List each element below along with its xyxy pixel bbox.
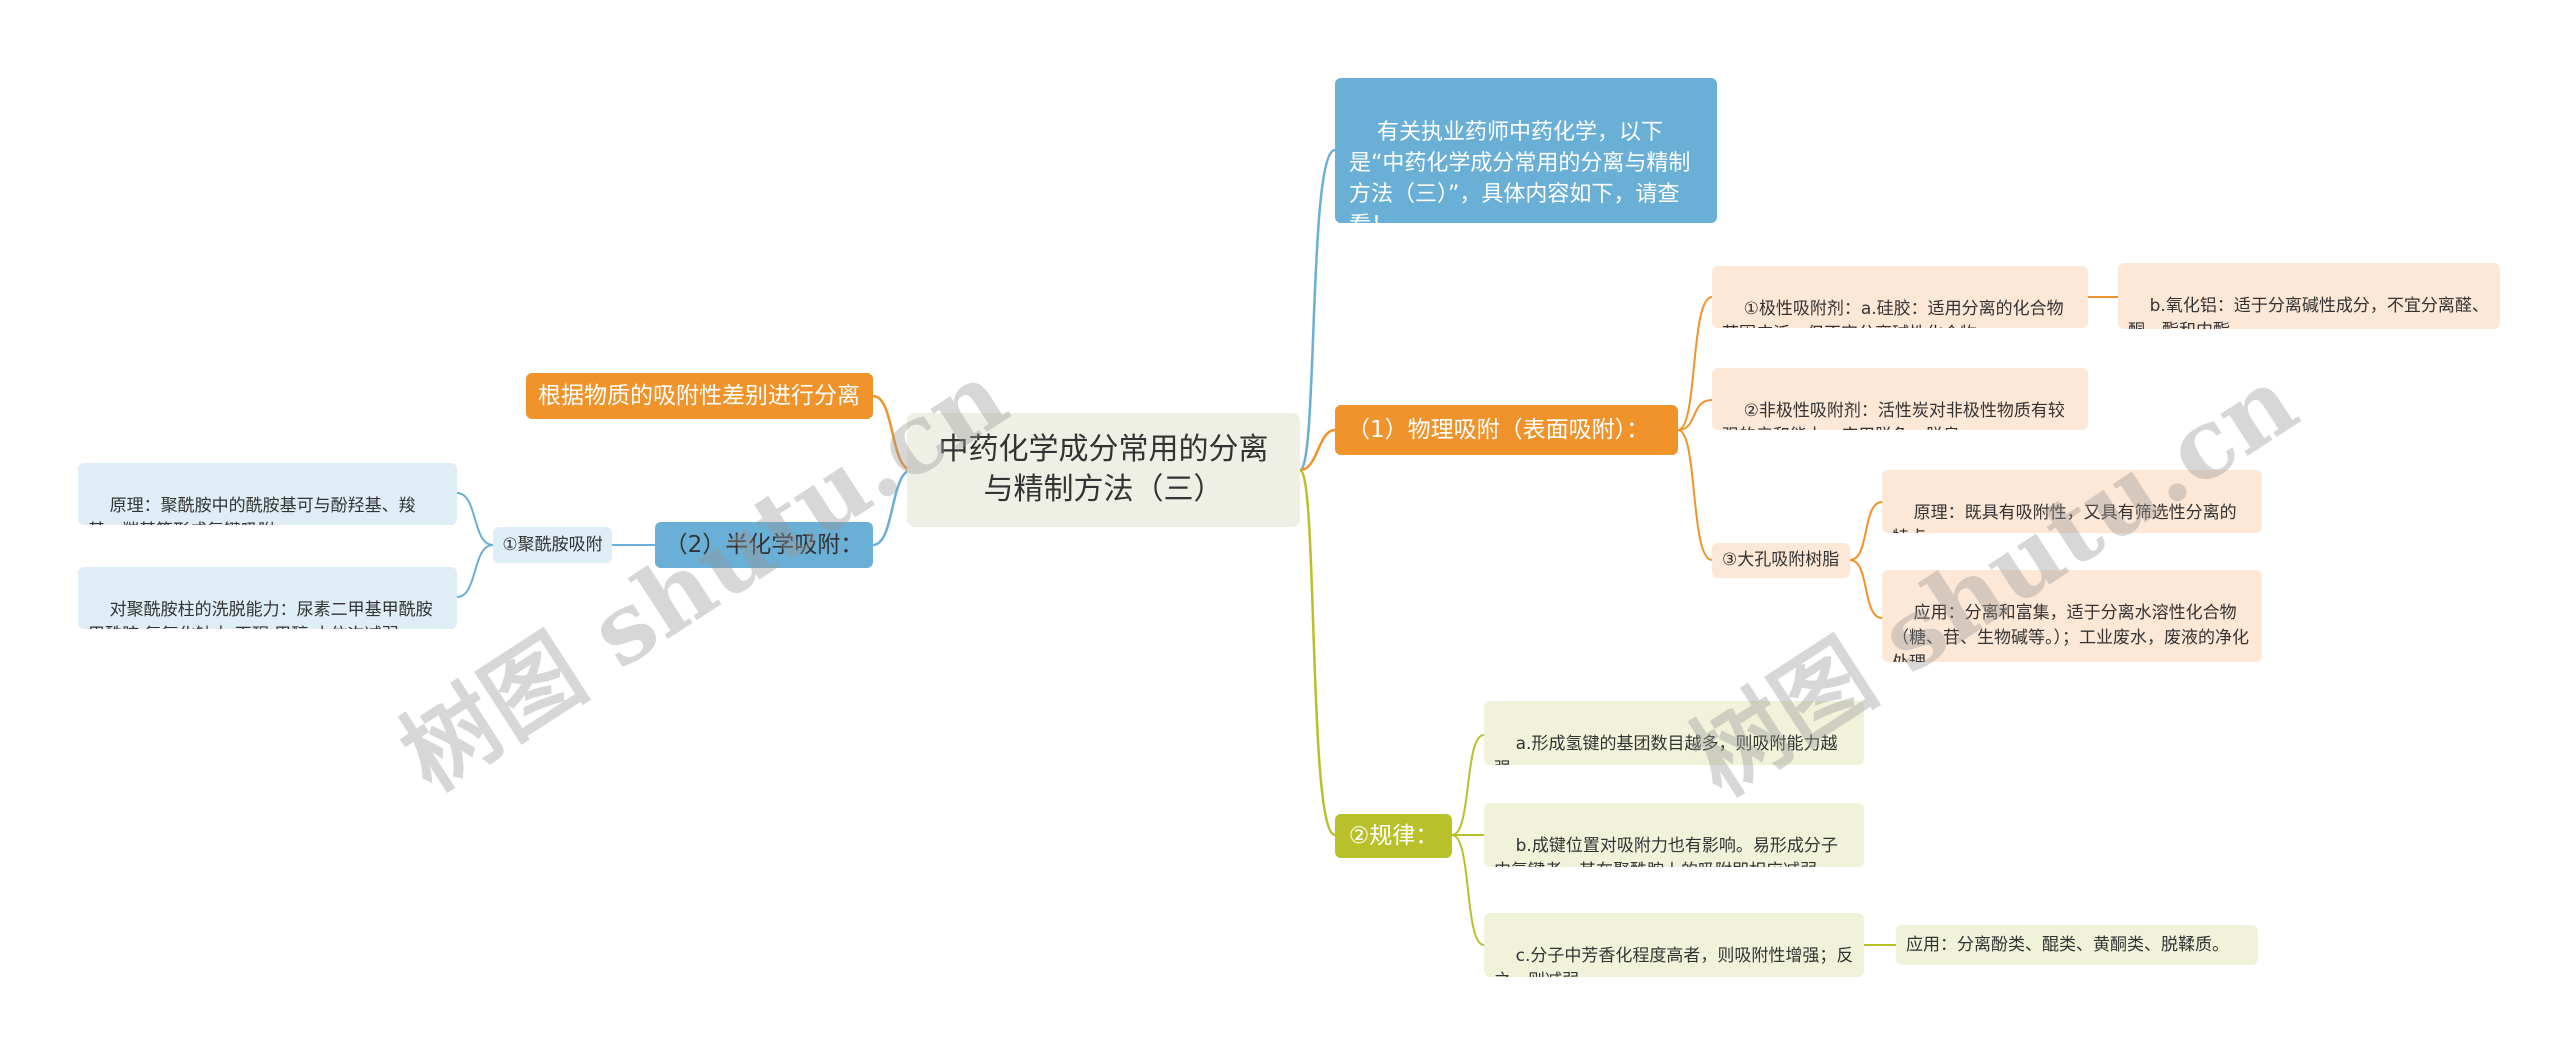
connector-resin-application	[1849, 559, 1883, 619]
resin-application-text: 应用：分离和富集，适于分离水溶性化合物（糖、苷、生物碱等。）；工业废水，废液的净…	[1892, 603, 2249, 662]
branch-physical-adsorption[interactable]: （1）物理吸附（表面吸附）：	[1335, 405, 1678, 455]
polyamide-adsorption-text: ①聚酰胺吸附	[502, 534, 603, 555]
connector-physical-resin	[1677, 429, 1713, 561]
nonpolar-adsorbent-node[interactable]: ②非极性吸附剂：活性炭对非极性物质有较强的亲和能力。应用脱色、脱臭；	[1712, 368, 2088, 430]
connector-rules-a	[1451, 734, 1485, 836]
polar-adsorbent-text: ①极性吸附剂：a.硅胶：适用分离的化合物范围广泛，但不宜分离碱性化合物。	[1722, 299, 2064, 328]
rule-c-application-node[interactable]: 应用：分离酚类、醌类、黄酮类、脱鞣质。	[1896, 925, 2258, 965]
connector-child-leaf1	[456, 492, 494, 546]
polyamide-principle-text: 原理：聚酰胺中的酰胺基可与酚羟基、羧基、羰基等形成氢键吸附。	[88, 496, 416, 525]
intro-text: 有关执业药师中药化学，以下是“中药化学成分常用的分离与精制方法（三）”，具体内容…	[1349, 120, 1691, 223]
alumina-node[interactable]: b.氧化铝：适于分离碱性成分，不宜分离醛、酮、酯和内酯。	[2118, 263, 2500, 329]
polyamide-adsorption-node[interactable]: ①聚酰胺吸附	[493, 527, 612, 563]
polyamide-principle-node[interactable]: 原理：聚酰胺中的酰胺基可与酚羟基、羧基、羰基等形成氢键吸附。	[78, 463, 457, 525]
polyamide-elution-text: 对聚酰胺柱的洗脱能力：尿素二甲基甲酰胺 甲酰胺 氢氧化钠水 丙酮 甲醇 水依次减…	[88, 600, 433, 629]
nonpolar-adsorbent-text: ②非极性吸附剂：活性炭对非极性物质有较强的亲和能力。应用脱色、脱臭；	[1722, 401, 2065, 430]
branch-semi-chemical-text: （2）半化学吸附：	[664, 532, 864, 558]
connector-root-rules	[1298, 468, 1336, 837]
branch-semi-chemical-adsorption[interactable]: （2）半化学吸附：	[655, 522, 873, 568]
root-topic[interactable]: 中药化学成分常用的分离 与精制方法（三）	[907, 413, 1300, 527]
connector-root-branch-b	[872, 468, 913, 547]
branch-rules-text: ②规律：	[1348, 823, 1439, 849]
connector-root-physical	[1299, 428, 1336, 472]
polyamide-elution-node[interactable]: 对聚酰胺柱的洗脱能力：尿素二甲基甲酰胺 甲酰胺 氢氧化钠水 丙酮 甲醇 水依次减…	[78, 567, 457, 629]
branch-adsorption-separation-text: 根据物质的吸附性差别进行分离	[538, 383, 860, 409]
branch-rules[interactable]: ②规律：	[1335, 814, 1452, 858]
rule-c-application-text: 应用：分离酚类、醌类、黄酮类、脱鞣质。	[1906, 934, 2229, 955]
polar-adsorbent-node[interactable]: ①极性吸附剂：a.硅胶：适用分离的化合物范围广泛，但不宜分离碱性化合物。	[1712, 266, 2088, 328]
connector-rules-c	[1451, 834, 1485, 946]
connector-root-intro	[1298, 148, 1336, 472]
rule-b-node[interactable]: b.成键位置对吸附力也有影响。易形成分子内氢键者，其在聚酰胺上的吸附即相应减弱。	[1484, 803, 1864, 867]
branch-adsorption-separation[interactable]: 根据物质的吸附性差别进行分离	[526, 373, 873, 419]
alumina-text: b.氧化铝：适于分离碱性成分，不宜分离醛、酮、酯和内酯。	[2128, 296, 2489, 329]
connector-physical-nonpolar	[1677, 399, 1713, 431]
intro-note[interactable]: 有关执业药师中药化学，以下是“中药化学成分常用的分离与精制方法（三）”，具体内容…	[1335, 78, 1717, 223]
rule-c-node[interactable]: c.分子中芳香化程度高者，则吸附性增强；反之，则减弱。	[1484, 913, 1864, 977]
resin-principle-text: 原理：既具有吸附性，又具有筛选性分离的特点。	[1892, 503, 2237, 533]
connector-child-leaf2	[456, 544, 494, 598]
branch-physical-adsorption-text: （1）物理吸附（表面吸附）：	[1347, 417, 1650, 443]
rule-a-text: a.形成氢键的基团数目越多，则吸附能力越强。	[1494, 734, 1838, 765]
rule-c-text: c.分子中芳香化程度高者，则吸附性增强；反之，则减弱。	[1494, 946, 1854, 977]
root-topic-text: 中药化学成分常用的分离 与精制方法（三）	[938, 432, 1269, 507]
macroporous-resin-node[interactable]: ③大孔吸附树脂	[1712, 543, 1850, 578]
resin-principle-node[interactable]: 原理：既具有吸附性，又具有筛选性分离的特点。	[1882, 470, 2262, 533]
connector-resin-principle	[1849, 501, 1883, 561]
connector-root-branch-a	[872, 394, 913, 472]
rule-a-node[interactable]: a.形成氢键的基团数目越多，则吸附能力越强。	[1484, 701, 1864, 765]
resin-application-node[interactable]: 应用：分离和富集，适于分离水溶性化合物（糖、苷、生物碱等。）；工业废水，废液的净…	[1882, 570, 2262, 662]
macroporous-resin-text: ③大孔吸附树脂	[1722, 550, 1840, 570]
connector-physical-polar	[1677, 296, 1713, 431]
rule-b-text: b.成键位置对吸附力也有影响。易形成分子内氢键者，其在聚酰胺上的吸附即相应减弱。	[1494, 836, 1838, 867]
